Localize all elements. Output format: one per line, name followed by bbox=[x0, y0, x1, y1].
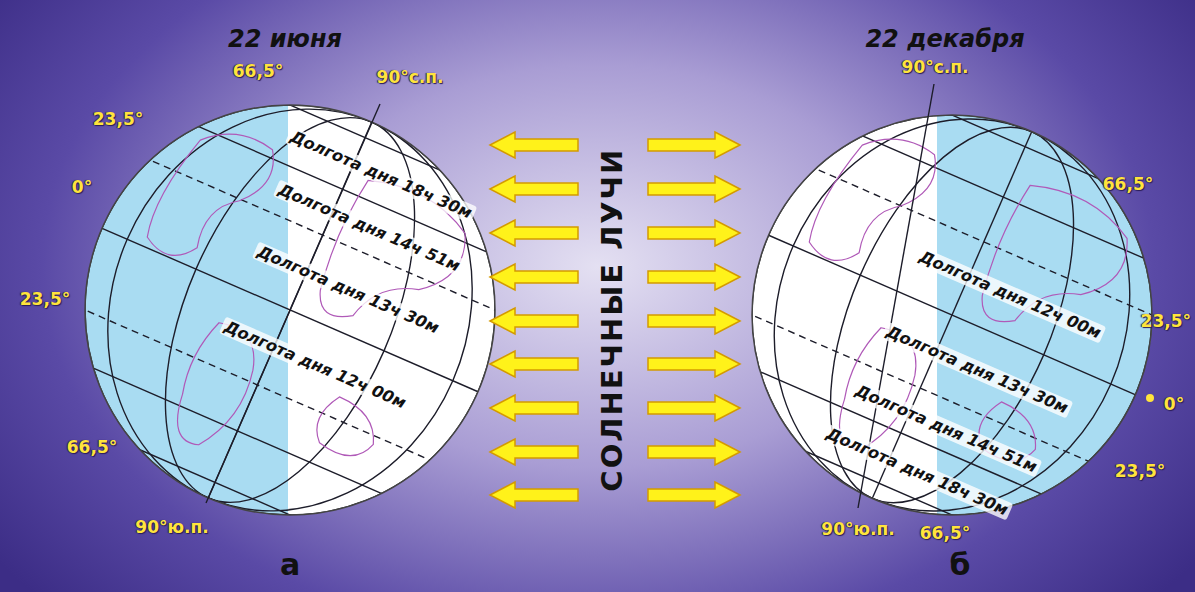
latitude-label: 0° bbox=[72, 178, 92, 198]
panel-letter: а bbox=[280, 548, 300, 583]
ray-arrow bbox=[648, 351, 740, 377]
panel-letter: б bbox=[950, 548, 971, 583]
parallel bbox=[805, 51, 1195, 242]
latitude-label: 66,5° bbox=[67, 438, 117, 458]
latitude-label: 23,5° bbox=[93, 110, 143, 130]
tropic-line bbox=[764, 146, 1195, 337]
latitude-label: 66,5° bbox=[233, 62, 283, 82]
latitude-label: 23,5° bbox=[1115, 462, 1165, 482]
latitude-label: 23,5° bbox=[1141, 312, 1191, 332]
ray-arrow bbox=[490, 264, 578, 290]
ray-arrow bbox=[490, 176, 578, 202]
ray-arrow bbox=[490, 351, 578, 377]
latitude-label: 66,5° bbox=[1103, 175, 1153, 195]
ray-arrow bbox=[490, 308, 578, 334]
ray-arrow bbox=[648, 308, 740, 334]
globe-june bbox=[0, 24, 596, 592]
pole-label: 90°с.п. bbox=[377, 68, 444, 88]
ray-arrow bbox=[490, 482, 578, 508]
latitude-label: 66,5° bbox=[920, 524, 970, 544]
sun-ray-arrows bbox=[490, 132, 740, 508]
meridian bbox=[45, 51, 534, 569]
ray-arrow bbox=[648, 264, 740, 290]
meridian bbox=[689, 52, 1195, 578]
ray-arrow bbox=[490, 220, 578, 246]
pole-label: 90°с.п. bbox=[902, 58, 969, 78]
meridian bbox=[781, 92, 1124, 539]
ray-arrow bbox=[648, 439, 740, 465]
meridian bbox=[872, 132, 1031, 499]
ray-arrow bbox=[648, 132, 740, 158]
vertical-caption: СОЛНЕЧНЫЕ ЛУЧИ bbox=[596, 148, 629, 492]
meridian bbox=[114, 81, 465, 539]
date-title: 22 июня bbox=[228, 26, 342, 54]
pole-label: 90°ю.п. bbox=[821, 520, 894, 540]
marker-dot bbox=[1146, 394, 1154, 402]
meridian bbox=[713, 63, 1190, 568]
latitude-label: 0° bbox=[1164, 395, 1184, 415]
ray-arrow bbox=[648, 176, 740, 202]
meridian bbox=[20, 40, 559, 579]
ray-arrow bbox=[490, 395, 578, 421]
globe-december bbox=[652, 36, 1195, 592]
latitude-label: 23,5° bbox=[20, 290, 70, 310]
continent-outline bbox=[309, 393, 385, 465]
ray-arrow bbox=[648, 220, 740, 246]
pole-label: 90°ю.п. bbox=[135, 518, 208, 538]
continent-outline bbox=[971, 176, 1141, 358]
ray-arrow bbox=[648, 482, 740, 508]
ray-arrow bbox=[490, 132, 578, 158]
ray-arrow bbox=[648, 395, 740, 421]
ray-arrow bbox=[490, 439, 578, 465]
date-title: 22 декабря bbox=[865, 26, 1024, 54]
parallel bbox=[0, 385, 440, 580]
